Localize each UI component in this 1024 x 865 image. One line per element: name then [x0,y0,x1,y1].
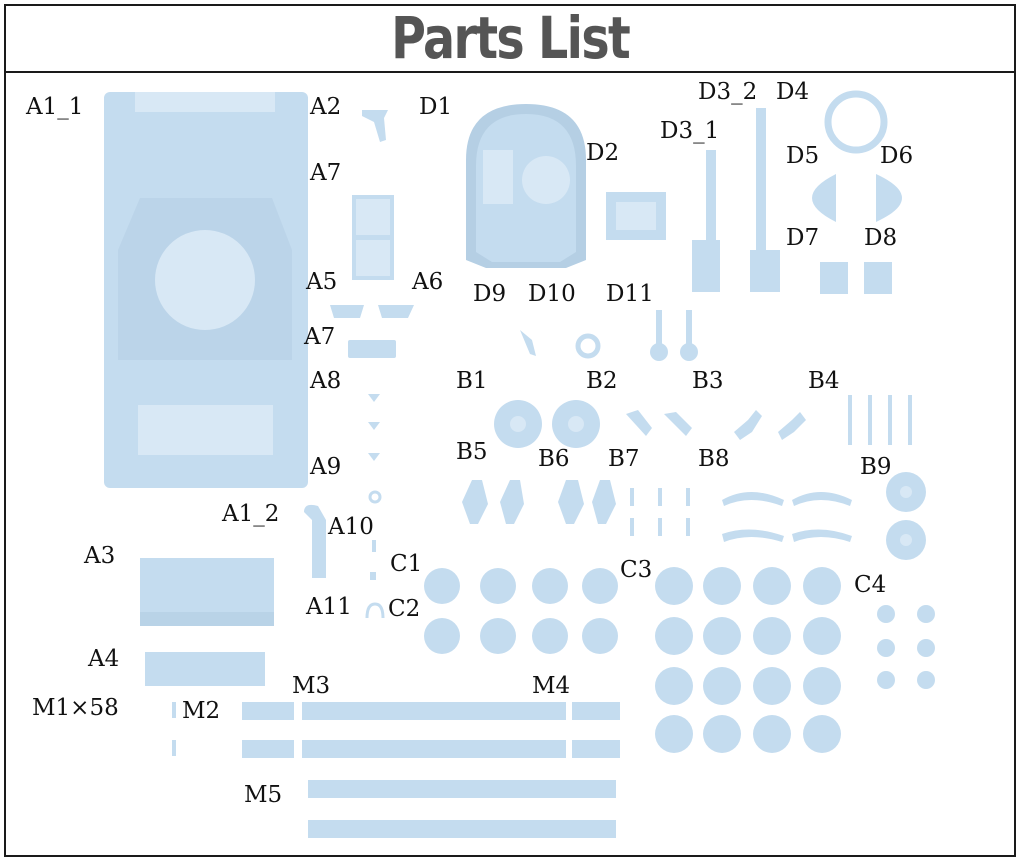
label-a11: A11 [306,594,352,620]
part-d11 [650,310,698,361]
part-a10b [370,572,376,580]
part-d1-housing [466,104,586,268]
label-d2: D2 [586,140,620,166]
part-c4-gears [877,605,935,689]
label-m2: M2 [182,698,221,724]
label-d5: D5 [786,143,820,169]
label-b3: B3 [692,368,724,394]
label-b1: B1 [456,368,488,394]
part-d10 [575,333,601,359]
part-a7-block [348,340,396,358]
label-d3-2: D3_2 [698,79,758,105]
title-bar: Parts List [4,4,1016,73]
label-d10: D10 [528,281,576,307]
label-c1: C1 [390,551,423,577]
part-c1-c2-wheels [424,568,618,654]
part-a1-2 [304,504,326,578]
part-a4 [145,652,265,686]
part-b6 [558,480,616,524]
label-d4: D4 [776,79,810,105]
part-b3b [664,412,692,436]
part-a5 [330,305,364,318]
label-a2: A2 [310,94,342,120]
part-b4b [778,412,806,440]
label-m4: M4 [532,673,571,699]
part-b8 [722,492,852,542]
part-b4 [734,410,762,440]
part-a8 [368,394,380,402]
part-b4-pins [848,395,912,445]
label-a8: A8 [310,368,342,394]
part-a9b [368,490,382,504]
label-b4: B4 [808,368,840,394]
label-d3-1: D3_1 [660,118,720,144]
label-b7: B7 [608,446,640,472]
part-d8 [864,262,892,294]
part-d3-1 [692,150,720,292]
label-a7-top: A7 [310,160,342,186]
label-b8: B8 [698,446,730,472]
part-a6 [378,305,414,318]
label-a1-1: A1_1 [26,94,84,120]
label-a1-2: A1_2 [222,501,280,527]
label-d9: D9 [473,281,507,307]
label-c4: C4 [854,572,887,598]
part-a2 [362,110,388,142]
part-d7 [820,262,848,294]
label-a4: A4 [88,646,120,672]
label-a3: A3 [84,543,116,569]
part-d5 [812,174,836,222]
part-a9 [368,453,380,461]
part-a3 [140,558,274,626]
part-b3 [626,410,652,436]
label-b6: B6 [538,446,570,472]
label-d6: D6 [880,143,914,169]
part-a8b [368,422,380,430]
part-m1b [172,740,176,756]
part-a11 [365,602,385,619]
label-a9: A9 [310,454,342,480]
label-a7-bottom: A7 [304,324,336,350]
part-m1 [172,702,176,718]
label-b5: B5 [456,439,488,465]
part-a7-grille [352,195,394,280]
label-c3: C3 [620,557,653,583]
part-a10 [372,540,376,552]
page-title: Parts List [390,3,631,72]
label-m1: M1×58 [32,695,119,721]
part-d9 [520,330,536,356]
label-d11: D11 [606,281,654,307]
label-d8: D8 [864,225,898,251]
label-d1: D1 [419,94,453,120]
label-b9: B9 [860,454,892,480]
part-d2 [606,192,666,240]
part-tracks [242,702,620,838]
part-a1-1-chassis [104,92,308,488]
part-d6 [876,174,902,222]
part-b7 [630,488,690,536]
label-m5: M5 [244,782,283,808]
part-d4-ring [824,90,888,154]
label-c2: C2 [388,596,421,622]
label-a5: A5 [306,269,338,295]
label-b2: B2 [586,368,618,394]
label-a6: A6 [412,269,444,295]
label-a10: A10 [328,514,374,540]
part-c3-wheels [655,567,841,753]
label-d7: D7 [786,225,820,251]
label-m3: M3 [292,673,331,699]
part-d3-2 [750,108,780,292]
part-b5 [462,480,524,524]
